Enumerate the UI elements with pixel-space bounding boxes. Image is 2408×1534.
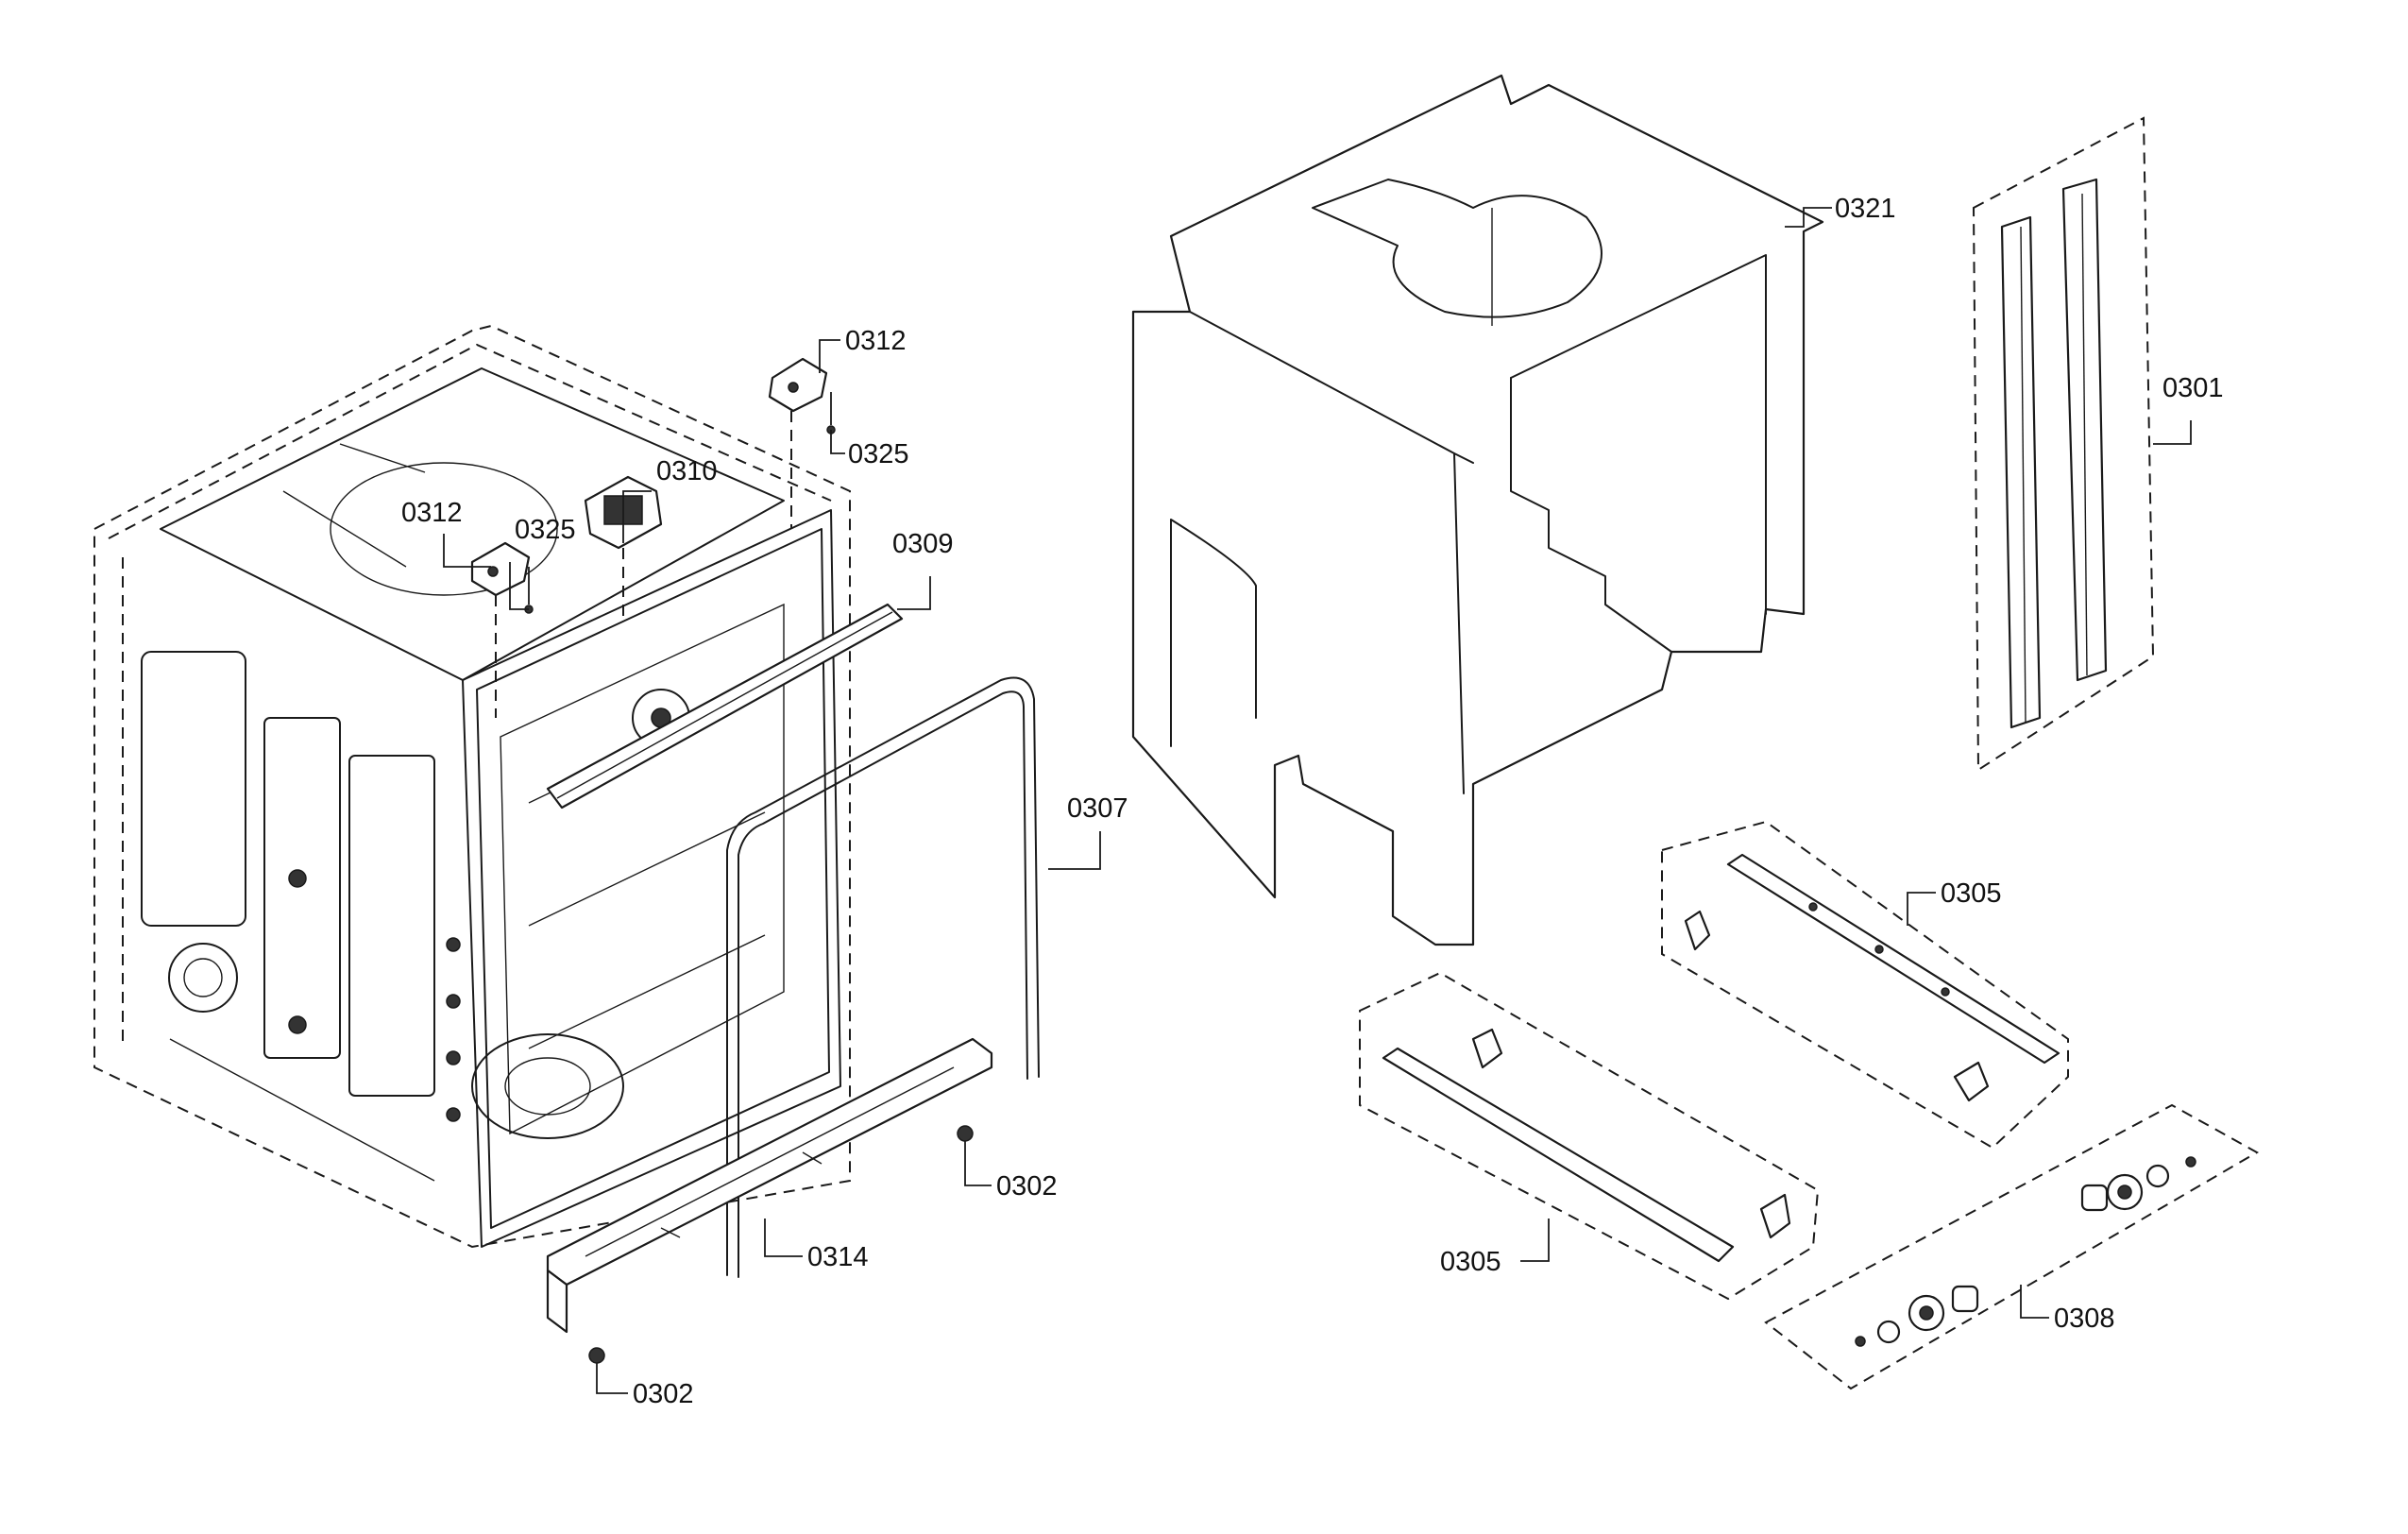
hinge-bracket-right (768, 357, 828, 529)
insulation-blanket-0321 (1131, 74, 1824, 946)
callout-0321: 0321 (1835, 194, 1896, 224)
callout-0307: 0307 (1067, 793, 1128, 824)
callout-0312-top: 0312 (845, 326, 907, 356)
callout-0310: 0310 (656, 456, 718, 486)
roller-kit-0308 (1764, 1103, 2260, 1390)
tub-assembly (93, 324, 851, 1249)
door-gasket-0307 (726, 676, 1040, 1278)
callout-0312-left: 0312 (401, 498, 463, 528)
callout-0302-left: 0302 (633, 1379, 694, 1409)
callout-0305-upper: 0305 (1941, 878, 2002, 909)
callout-0308: 0308 (2054, 1304, 2115, 1334)
rail-set-0305-upper (1661, 820, 2069, 1150)
callout-0305-lower: 0305 (1440, 1247, 1501, 1277)
rail-set-0305-lower (1359, 971, 1820, 1301)
screw-0302-right (957, 1125, 974, 1162)
bottom-trim-0314 (546, 1037, 993, 1334)
callout-leaders (443, 207, 2192, 1394)
callout-0301: 0301 (2162, 373, 2224, 403)
callout-0314: 0314 (807, 1242, 869, 1272)
top-seal-strip-0309 (546, 603, 904, 810)
callout-0309: 0309 (892, 529, 954, 559)
screw-0302-left (588, 1347, 605, 1384)
callout-0325-left: 0325 (515, 515, 576, 545)
side-rails-0301 (1972, 116, 2155, 772)
callout-0325-top: 0325 (848, 439, 909, 469)
callout-0302-right: 0302 (996, 1171, 1058, 1202)
screw-0325-right (826, 392, 836, 435)
hinge-bracket-left (470, 541, 531, 718)
